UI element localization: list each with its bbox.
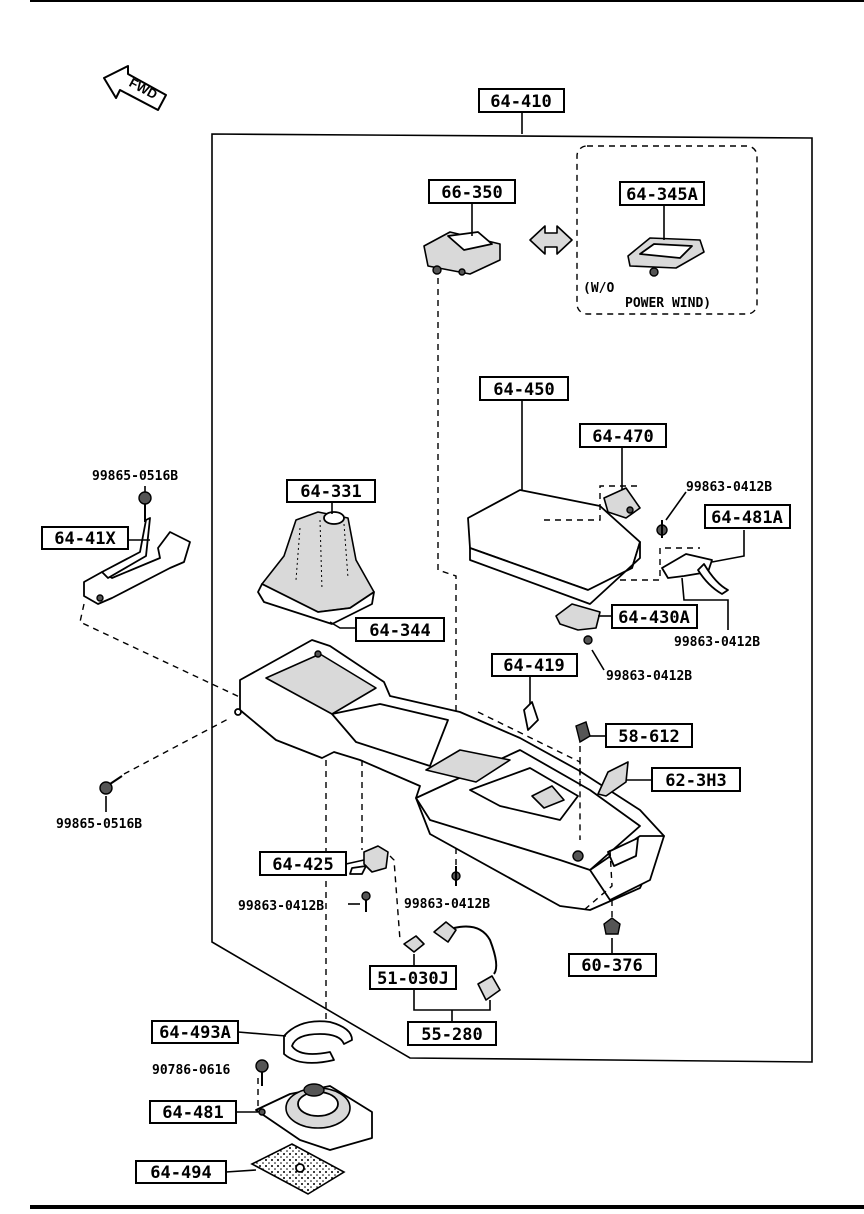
callout-64-430A-label: 64-430A [618,608,690,628]
leader-64-493A [237,1031,287,1037]
callout-64-494[interactable]: 64-494 [135,1160,227,1184]
callout-64-345A-label: 64-345A [626,185,698,205]
leader-64-494 [225,1169,257,1173]
callout-64-419-label: 64-419 [503,656,564,676]
callout-60-376[interactable]: 60-376 [568,953,657,977]
callout-64-425-label: 64-425 [272,855,333,875]
callout-58-612-label: 58-612 [618,727,679,747]
callout-51-030J[interactable]: 51-030J [369,965,457,990]
bolt-99865-upper-icon [138,491,152,522]
callout-64-493A-label: 64-493A [159,1023,231,1043]
guide-hinge [544,485,640,521]
callout-64-410[interactable]: 64-410 [478,88,565,113]
callout-64-41X[interactable]: 64-41X [41,526,129,550]
callout-62-3H3[interactable]: 62-3H3 [651,767,741,792]
callout-64-344[interactable]: 64-344 [355,617,445,642]
fwd-arrow-icon: FWD [103,65,167,111]
harness-55-280 [433,921,501,1001]
callout-64-470-label: 64-470 [592,427,653,447]
guide-bolt-lower [123,717,231,775]
callout-58-612[interactable]: 58-612 [605,723,693,748]
callout-64-481A[interactable]: 64-481A [704,504,791,529]
guide-latch [620,547,700,581]
callout-55-280-label: 55-280 [421,1025,482,1045]
leader-64-344 [329,621,356,629]
callout-64-425[interactable]: 64-425 [259,851,347,876]
guide-bracket-41X [79,603,247,701]
part-number-screw-425[interactable]: 99863-0412B [238,899,324,914]
note-line2: POWER WIND) [625,296,711,311]
callout-64-41X-label: 64-41X [54,529,116,549]
callout-64-430A[interactable]: 64-430A [611,604,698,629]
part-number-screw-430A[interactable]: 99863-0412B [606,669,692,684]
screw-99863-425-icon [361,891,371,912]
leader-64-481A [711,530,745,563]
guide-62-3H3 [583,849,613,911]
screw-99863-upper-icon [656,520,668,538]
clip-64-425 [349,845,389,875]
callout-51-030J-label: 51-030J [377,969,449,989]
callout-64-450-label: 64-450 [493,380,554,400]
note-line1: (W/O [583,281,614,296]
part-number-screw-481A[interactable]: 99863-0412B [674,635,760,650]
bracket-64-41X [83,517,191,605]
cover-62-3H3 [597,761,629,797]
pad-64-494 [250,1143,346,1195]
guide-bulb [389,855,401,941]
callout-64-331-label: 64-331 [300,482,361,502]
part-number-bolt-90786[interactable]: 90786-0616 [152,1063,230,1078]
bolt-90786-icon [255,1059,269,1086]
bulb-51-030J [403,935,425,953]
callout-64-450[interactable]: 64-450 [479,376,569,401]
hinge-64-470 [603,487,641,519]
leader-64-425 [345,859,365,865]
latch-64-481A [661,553,729,595]
callout-60-376-label: 60-376 [581,956,642,976]
callout-66-350-label: 66-350 [441,183,502,203]
callout-66-350[interactable]: 66-350 [428,179,516,204]
callout-64-470[interactable]: 64-470 [579,423,667,448]
leader-screw-upper [665,491,687,521]
shift-boot-64-331 [257,511,375,625]
leader-screw-430A [591,649,605,671]
callout-64-481A-label: 64-481A [711,508,783,528]
callout-64-481-label: 64-481 [162,1103,223,1123]
nut-60-376-icon [603,917,621,935]
callout-64-410-label: 64-410 [490,92,551,112]
screw-99863-center-icon [451,866,461,886]
option-group-box [576,145,758,315]
part-number-screw-upper[interactable]: 99863-0412B [686,480,772,495]
callout-64-419[interactable]: 64-419 [491,653,578,677]
double-arrow-icon [529,225,573,255]
leader-screw-lower-481 [681,577,729,630]
ring-64-493A [283,1020,353,1064]
clip-64-419 [523,701,539,731]
bolt-99865-lower-icon [99,775,123,795]
callout-64-345A[interactable]: 64-345A [619,181,705,206]
bracket-64-430A [555,603,601,645]
plate-64-345A [627,237,705,277]
callout-64-481[interactable]: 64-481 [149,1100,237,1124]
leader-harness [413,990,491,1011]
callout-64-344-label: 64-344 [369,621,430,641]
callout-64-493A[interactable]: 64-493A [151,1020,239,1044]
part-number-bolt-lower[interactable]: 99865-0516B [56,817,142,832]
callout-64-331[interactable]: 64-331 [286,479,376,503]
shifter-base-64-481 [255,1083,373,1151]
assembly-outline [211,133,813,1063]
console-body [234,639,665,911]
part-number-bolt-upper[interactable]: 99865-0516B [92,469,178,484]
switch-panel-66-350 [423,231,501,276]
callout-64-494-label: 64-494 [150,1163,211,1183]
callout-62-3H3-label: 62-3H3 [665,771,726,791]
guide-switch-drop [437,278,457,870]
armrest-lid-64-450 [467,489,641,605]
callout-55-280[interactable]: 55-280 [407,1021,497,1046]
socket-58-612 [575,721,591,744]
part-number-screw-center[interactable]: 99863-0412B [404,897,490,912]
